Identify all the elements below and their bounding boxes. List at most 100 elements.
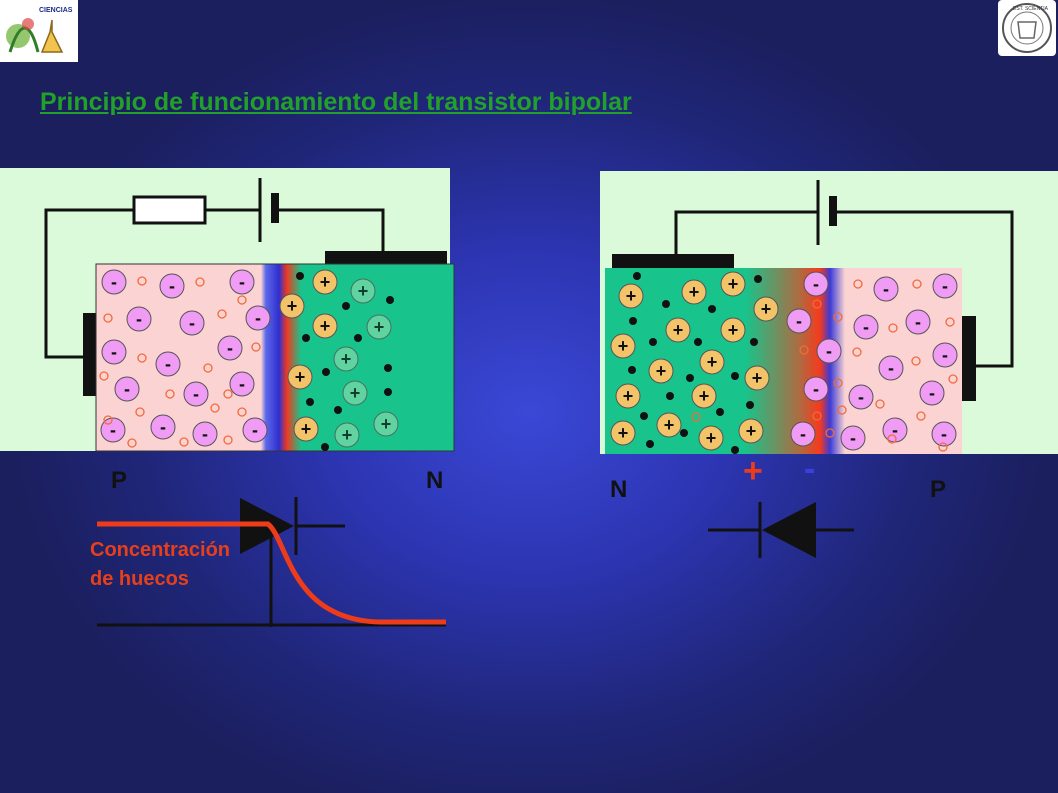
hole — [912, 279, 922, 289]
svg-text:-: - — [169, 276, 175, 296]
svg-text:-: - — [863, 317, 869, 337]
electron — [716, 408, 724, 416]
acceptor-ion: - — [150, 414, 176, 440]
svg-text:-: - — [160, 417, 166, 437]
electron — [633, 272, 641, 280]
acceptor-ion: - — [114, 376, 140, 402]
electron — [296, 272, 304, 280]
hole — [135, 407, 145, 417]
acceptor-ion: - — [840, 425, 866, 451]
acceptor-ion: - — [848, 384, 874, 410]
svg-text:+: + — [728, 320, 739, 340]
donor-ion: + — [610, 420, 636, 446]
ciencias-logo: CIENCIAS — [0, 0, 78, 62]
svg-text:+: + — [341, 349, 352, 369]
hole-concentration-curve — [97, 521, 446, 625]
svg-text:-: - — [252, 420, 258, 440]
donor-ion-faded: + — [334, 422, 360, 448]
hole — [137, 353, 147, 363]
svg-text:-: - — [136, 309, 142, 329]
acceptor-ion: - — [816, 338, 842, 364]
hole — [799, 345, 809, 355]
electron — [306, 398, 314, 406]
electron — [754, 275, 762, 283]
electron — [629, 317, 637, 325]
svg-text:-: - — [111, 342, 117, 362]
svg-text:-: - — [929, 383, 935, 403]
svg-text:-: - — [227, 338, 233, 358]
svg-text:-: - — [165, 354, 171, 374]
acceptor-ion: - — [882, 417, 908, 443]
svg-text:-: - — [189, 313, 195, 333]
donor-ion: + — [618, 283, 644, 309]
hole — [137, 276, 147, 286]
hole — [217, 309, 227, 319]
svg-text:+: + — [752, 368, 763, 388]
electron — [321, 443, 329, 451]
electron — [628, 366, 636, 374]
acceptor-ion: - — [931, 421, 957, 447]
svg-text:-: - — [888, 358, 894, 378]
electron — [354, 334, 362, 342]
svg-text:+: + — [320, 316, 331, 336]
acceptor-ion: - — [245, 305, 271, 331]
acceptor-ion: - — [803, 376, 829, 402]
hole — [833, 312, 843, 322]
electron — [334, 406, 342, 414]
svg-text:-: - — [796, 311, 802, 331]
acceptor-ion: - — [932, 273, 958, 299]
donor-ion: + — [665, 317, 691, 343]
donor-ion: + — [293, 416, 319, 442]
donor-ion-faded: + — [342, 380, 368, 406]
donor-ion: + — [720, 317, 746, 343]
donor-ion: + — [738, 418, 764, 444]
electron — [694, 338, 702, 346]
hole — [195, 277, 205, 287]
svg-text:-: - — [255, 308, 261, 328]
resistor — [132, 195, 207, 225]
hole — [223, 435, 233, 445]
electron — [708, 305, 716, 313]
svg-text:+: + — [728, 274, 739, 294]
acceptor-ion: - — [242, 417, 268, 443]
acceptor-ion: - — [873, 276, 899, 302]
hole — [888, 323, 898, 333]
donor-ion: + — [312, 313, 338, 339]
svg-text:-: - — [826, 341, 832, 361]
page-title: Principio de funcionamiento del transist… — [40, 88, 632, 116]
hole — [99, 371, 109, 381]
hole — [127, 438, 137, 448]
battery-short-plate-right — [829, 196, 837, 226]
electron — [384, 364, 392, 372]
left-ions: ----------------+++++++++++ — [99, 269, 399, 451]
donor-ion: + — [681, 279, 707, 305]
hole — [812, 299, 822, 309]
left-circuit-wires — [44, 208, 385, 359]
hole — [691, 412, 701, 422]
label-n-left: N — [426, 467, 444, 494]
svg-text:-: - — [124, 379, 130, 399]
svg-text:+: + — [664, 415, 675, 435]
electron — [302, 334, 310, 342]
svg-text:-: - — [111, 272, 117, 292]
svg-text:-: - — [202, 424, 208, 444]
hole — [179, 437, 189, 447]
svg-text:+: + — [301, 419, 312, 439]
electron — [746, 401, 754, 409]
electron — [640, 412, 648, 420]
hole — [165, 389, 175, 399]
acceptor-ion: - — [192, 421, 218, 447]
hole — [812, 411, 822, 421]
svg-text:+: + — [320, 272, 331, 292]
hole — [251, 342, 261, 352]
svg-text:+: + — [707, 352, 718, 372]
svg-text:-: - — [110, 420, 116, 440]
svg-text:+: + — [761, 299, 772, 319]
n-contact — [325, 251, 447, 265]
acceptor-ion: - — [919, 380, 945, 406]
acceptor-ion: - — [229, 269, 255, 295]
acceptor-ion: - — [932, 342, 958, 368]
label-p-right: P — [930, 476, 947, 503]
svg-text:+: + — [673, 320, 684, 340]
donor-ion: + — [287, 364, 313, 390]
